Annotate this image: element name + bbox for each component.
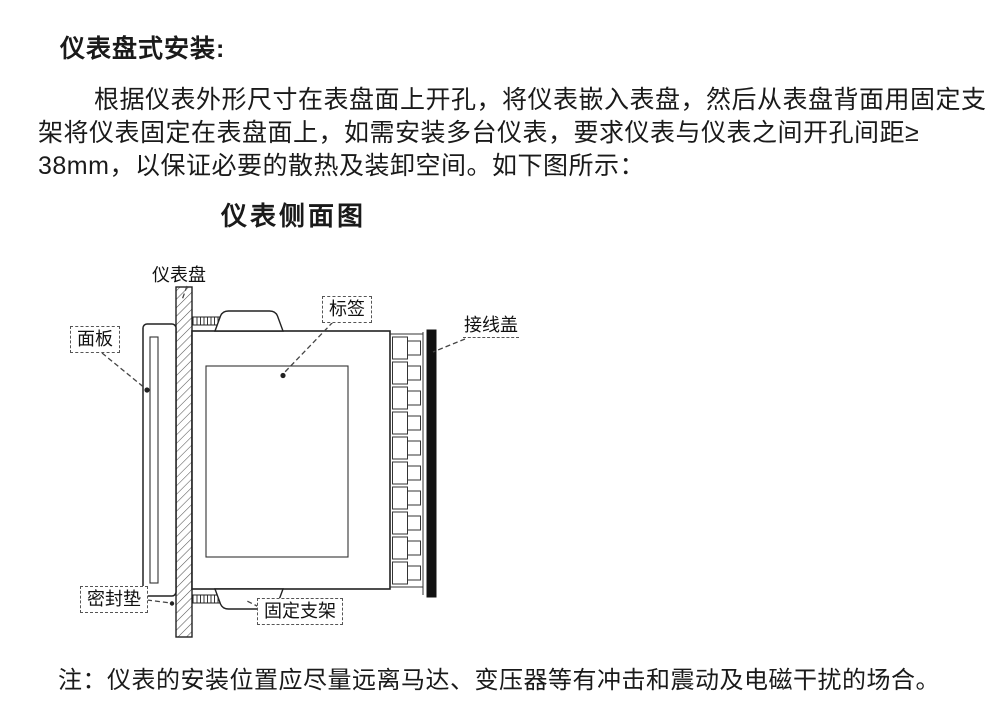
section-heading: 仪表盘式安装: (60, 35, 226, 63)
faceplate-outline (142, 323, 177, 597)
mounting-panel-bar (175, 286, 193, 638)
note-text: 注：仪表的安装位置应尽量远离马达、变压器等有冲击和震动及电磁干扰的场合。 (58, 667, 940, 694)
label-faceplate: 面板 (70, 326, 120, 353)
label-area (205, 365, 349, 558)
label-terminal-cover: 接线盖 (463, 316, 519, 338)
faceplate-inner-line (149, 336, 159, 584)
top-bracket-screw (192, 316, 222, 326)
leader-terminal-cover (432, 338, 466, 353)
label-gasket: 密封垫 (80, 586, 148, 613)
body-paragraph: 根据仪表外形尺寸在表盘面上开孔，将仪表嵌入表盘，然后从表盘背面用固定支 架将仪表… (38, 84, 987, 183)
paragraph-line-3: 38mm，以保证必要的散热及装卸空间。如下图所示： (38, 152, 645, 180)
terminal-strip (390, 332, 424, 595)
leader-gasket (146, 599, 172, 604)
leader-dots (144, 372, 286, 606)
label-tag: 标签 (322, 296, 372, 323)
leader-tag (282, 321, 334, 375)
bottom-bracket-screw (192, 594, 222, 604)
paragraph-line-1: 根据仪表外形尺寸在表盘面上开孔，将仪表嵌入表盘，然后从表盘背面用固定支 (94, 86, 987, 114)
diagram-title: 仪表侧面图 (221, 202, 367, 231)
terminal-cover-bar (426, 329, 437, 598)
instrument-body (191, 330, 391, 590)
leader-faceplate (101, 352, 147, 390)
leader-lines (101, 285, 466, 608)
label-fixing-bracket: 固定支架 (257, 598, 343, 625)
label-mounting-panel: 仪表盘 (152, 265, 206, 285)
leader-panel (181, 285, 188, 301)
leader-bracket (244, 599, 260, 608)
top-fixing-bracket (213, 310, 285, 332)
paragraph-line-2: 架将仪表固定在表盘面上，如需安装多台仪表，要求仪表与仪表之间开孔间距≥ (38, 119, 920, 147)
